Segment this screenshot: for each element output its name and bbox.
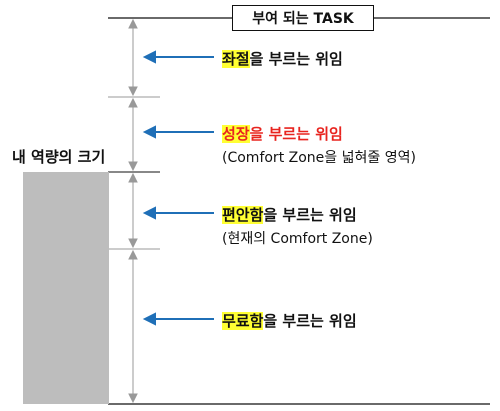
task-box: 부여 되는 TASK — [232, 5, 374, 31]
zone-comfort-label: 편안함을 부르는 위임 — [222, 204, 357, 225]
zone-boredom-highlight: 무료함 — [222, 312, 264, 330]
zone-comfort-rest: 을 부르는 위임 — [263, 206, 357, 224]
zone-boredom-label: 무료함을 부르는 위임 — [222, 310, 357, 331]
zone-growth-highlight: 성장 — [222, 125, 250, 143]
capacity-bar — [23, 172, 109, 404]
capacity-label: 내 역량의 크기 — [12, 148, 106, 166]
zone-growth-rest: 을 부르는 위임 — [249, 125, 343, 143]
zone-frustration-label: 좌절을 부르는 위임 — [222, 48, 343, 69]
zone-growth-label: 성장을 부르는 위임 — [222, 123, 343, 144]
zone-growth-sub: (Comfort Zone을 넓혀줄 영역) — [222, 150, 416, 166]
dimension-arrows — [128, 18, 138, 404]
zone-comfort-sub: (현재의 Comfort Zone) — [222, 231, 373, 247]
zone-comfort-highlight: 편안함 — [222, 206, 264, 224]
zone-frustration-rest: 을 부르는 위임 — [249, 50, 343, 68]
task-label: 부여 되는 TASK — [252, 11, 354, 27]
zone-frustration-highlight: 좌절 — [222, 50, 250, 68]
zone-boredom-rest: 을 부르는 위임 — [263, 312, 357, 330]
